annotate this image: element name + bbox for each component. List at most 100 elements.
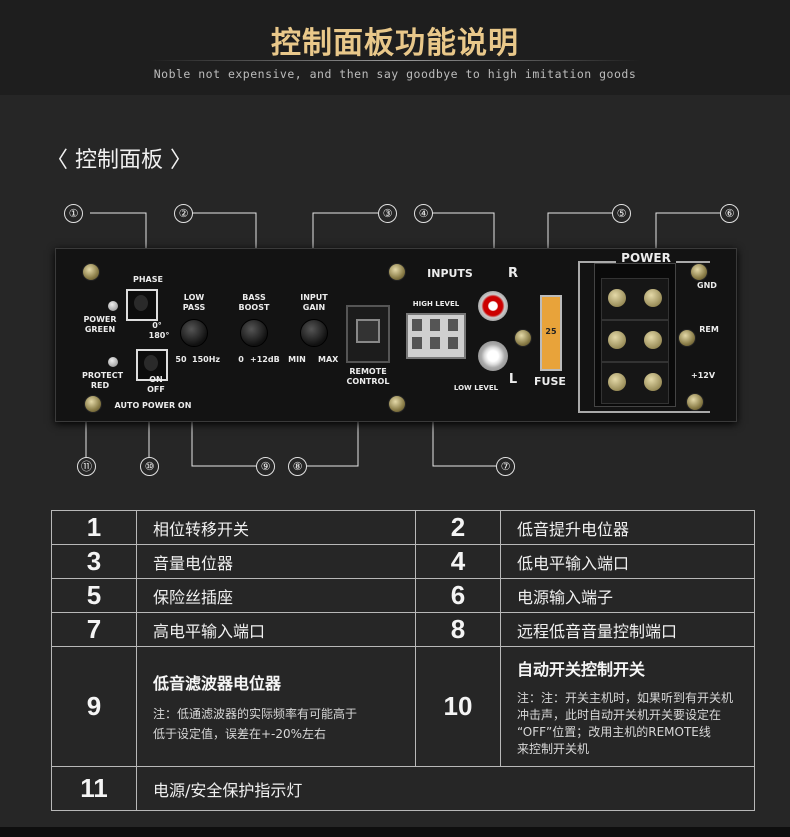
remote-control-port[interactable] (346, 305, 390, 363)
header-band: 控制面板功能说明 Noble not expensive, and then s… (0, 0, 790, 95)
right-channel-label: R (507, 266, 518, 281)
screw-top-left (82, 263, 100, 281)
screw-input (514, 329, 532, 347)
item-number: 3 (51, 544, 137, 579)
on-label: ON (149, 375, 163, 384)
rem-label: REM (699, 325, 719, 334)
gnd-label: GND (697, 281, 717, 290)
rca-left-input[interactable] (478, 341, 508, 371)
item-description: 电源/安全保护指示灯 (136, 766, 755, 811)
item-heading: 低音滤波器电位器 (153, 673, 282, 693)
12v-terminal[interactable] (601, 362, 669, 404)
rem-terminal[interactable] (601, 320, 669, 362)
item-description: 自动开关控制开关 注：注：开关主机时，如果听到有开关机 冲击声，此时自动开关机开… (500, 646, 755, 767)
item-heading: 自动开关控制开关 (517, 659, 646, 679)
bass-min: 0 (238, 355, 244, 364)
page-title: 控制面板功能说明 (271, 26, 519, 61)
power-label: POWER (616, 252, 676, 264)
item-number: 1 (51, 510, 137, 545)
fuse-label: FUSE (534, 375, 566, 388)
item-description: 低音滤波器电位器 注：低通滤波器的实际频率有可能高于 低于设定值，误差在+-20… (136, 646, 416, 767)
table-row: 3 音量电位器 4 低电平输入端口 (51, 544, 755, 579)
low-pass-min: 50 (175, 355, 187, 364)
fuse-value: 25 (545, 327, 557, 336)
amplifier-control-panel: PHASE 0° 180° POWER GREEN PROTECT RED ON… (55, 248, 737, 422)
item-description: 远程低音音量控制端口 (500, 612, 755, 647)
item-number: 9 (51, 646, 137, 767)
input-gain-knob[interactable] (300, 319, 328, 347)
high-level-input-port[interactable] (406, 313, 466, 359)
phase-0-label: 0° (152, 321, 162, 330)
item-number: 6 (415, 578, 501, 613)
gain-min: MIN (288, 355, 306, 364)
auto-power-switch[interactable] (136, 349, 168, 381)
bass-boost-label: BASS BOOST (238, 293, 270, 312)
left-channel-label: L (508, 372, 518, 387)
item-note-line: 冲击声，此时自动开关机开关要设定在 (517, 707, 722, 722)
item-description: 音量电位器 (136, 544, 416, 579)
low-pass-label: LOW PASS (182, 293, 206, 312)
high-level-label: HIGH LEVEL (412, 300, 460, 308)
callout-4: ④ (414, 204, 433, 223)
table-row: 7 高电平输入端口 8 远程低音音量控制端口 (51, 612, 755, 647)
gnd-terminal[interactable] (601, 278, 669, 320)
item-number: 10 (415, 646, 501, 767)
protect-led (108, 357, 118, 367)
item-description: 相位转移开关 (136, 510, 416, 545)
screw-bottom-left (84, 395, 102, 413)
12v-label: +12V (690, 371, 716, 380)
callout-10: ⑩ (140, 457, 159, 476)
low-pass-knob[interactable] (180, 319, 208, 347)
phase-switch[interactable] (126, 289, 158, 321)
item-description: 高电平输入端口 (136, 612, 416, 647)
item-description: 保险丝插座 (136, 578, 416, 613)
remote-control-label: REMOTE CONTROL (346, 367, 390, 386)
gain-max: MAX (318, 355, 339, 364)
low-level-label: LOW LEVEL (453, 384, 499, 392)
power-led (108, 301, 118, 311)
item-number: 5 (51, 578, 137, 613)
callout-2: ② (174, 204, 193, 223)
callout-6: ⑥ (720, 204, 739, 223)
protect-red-label: PROTECT RED (82, 371, 124, 390)
callout-3: ③ (378, 204, 397, 223)
power-green-label: POWER GREEN (83, 315, 117, 334)
item-note-line: 注：注：开关主机时，如果听到有开关机 (517, 690, 734, 705)
section-title: 〈 控制面板 〉 (46, 148, 192, 173)
item-number: 4 (415, 544, 501, 579)
low-pass-max: 150Hz (192, 355, 221, 364)
input-gain-label: INPUT GAIN (300, 293, 328, 312)
screw-bottom-right (686, 393, 704, 411)
phase-180-label: 180° (148, 331, 170, 340)
auto-power-on-label: AUTO POWER ON (114, 401, 192, 410)
callout-11: ⑪ (77, 457, 96, 476)
function-table: 1 相位转移开关 2 低音提升电位器 3 音量电位器 4 低电平输入端口 5 保… (51, 510, 755, 811)
callout-9: ⑨ (256, 457, 275, 476)
inputs-label: INPUTS (427, 267, 473, 280)
screw-top-mid (388, 263, 406, 281)
callout-5: ⑤ (612, 204, 631, 223)
table-row: 9 低音滤波器电位器 注：低通滤波器的实际频率有可能高于 低于设定值，误差在+-… (51, 646, 755, 767)
item-number: 2 (415, 510, 501, 545)
item-note-line: 低于设定值，误差在+-20%左右 (153, 726, 327, 741)
table-row: 1 相位转移开关 2 低音提升电位器 (51, 510, 755, 545)
screw-top-right (690, 263, 708, 281)
callout-7: ⑦ (496, 457, 515, 476)
item-description: 电源输入端子 (500, 578, 755, 613)
power-terminal-block (594, 263, 676, 407)
bottom-bar (0, 827, 790, 837)
bass-boost-knob[interactable] (240, 319, 268, 347)
phase-label: PHASE (133, 275, 163, 284)
title-divider (150, 60, 640, 61)
fuse-holder[interactable]: 25 (540, 295, 562, 371)
screw-bottom-mid (388, 395, 406, 413)
rca-right-input[interactable] (478, 291, 508, 321)
item-description: 低音提升电位器 (500, 510, 755, 545)
item-number: 8 (415, 612, 501, 647)
item-note-line: 注：低通滤波器的实际频率有可能高于 (153, 706, 358, 721)
item-number: 7 (51, 612, 137, 647)
callout-1: ① (64, 204, 83, 223)
item-number: 11 (51, 766, 137, 811)
bass-max: +12dB (250, 355, 280, 364)
item-note-line: “OFF”位置；改用主机的REMOTE线 (517, 724, 711, 739)
